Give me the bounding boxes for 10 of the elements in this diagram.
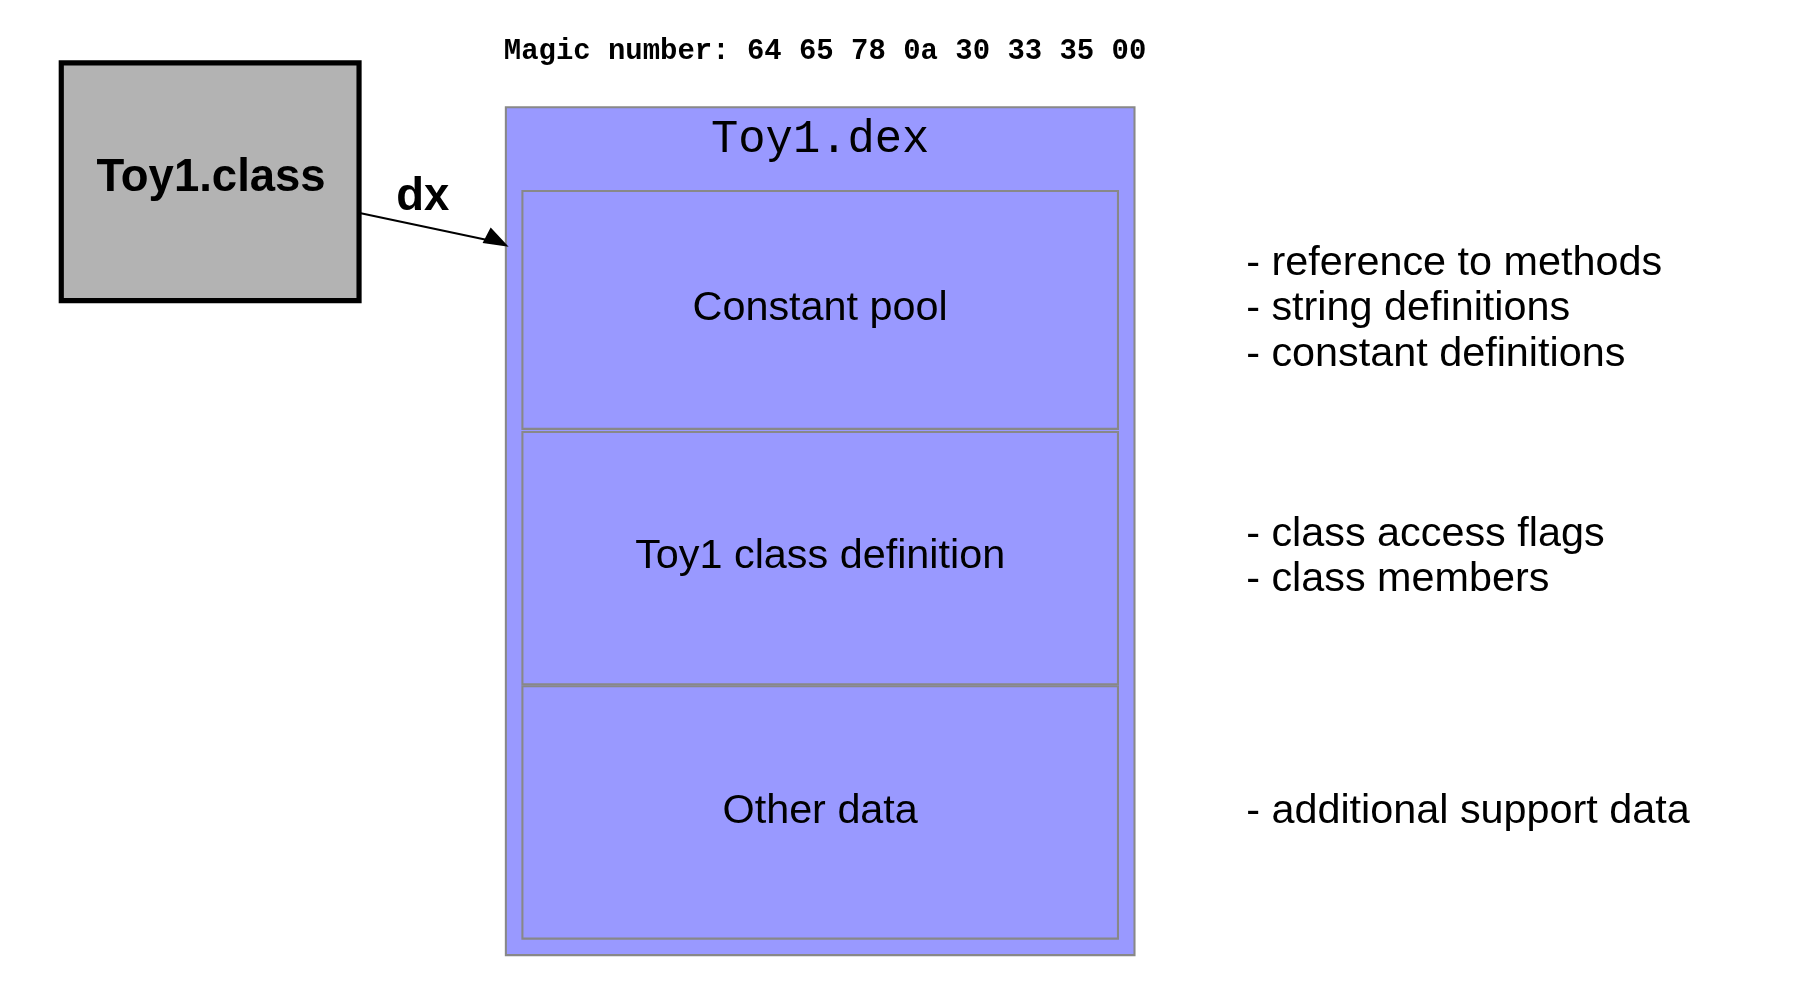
node-box: Toy1 class definition: [521, 430, 1119, 686]
label: Magic number: 64 65 78 0a 30 33 35 00: [503, 35, 1147, 69]
node-box: Constant pool: [521, 190, 1119, 430]
arrow: [359, 211, 509, 247]
node-label: - class access flags - class members: [1246, 508, 1605, 601]
node-box: Other data: [521, 685, 1119, 940]
edge-label: dx: [396, 168, 450, 220]
node-label: - additional support data: [1246, 785, 1690, 832]
node-box: Toy1.class: [58, 60, 362, 304]
node-label: - reference to methods - string definitions - constant definitions: [1246, 237, 1663, 375]
